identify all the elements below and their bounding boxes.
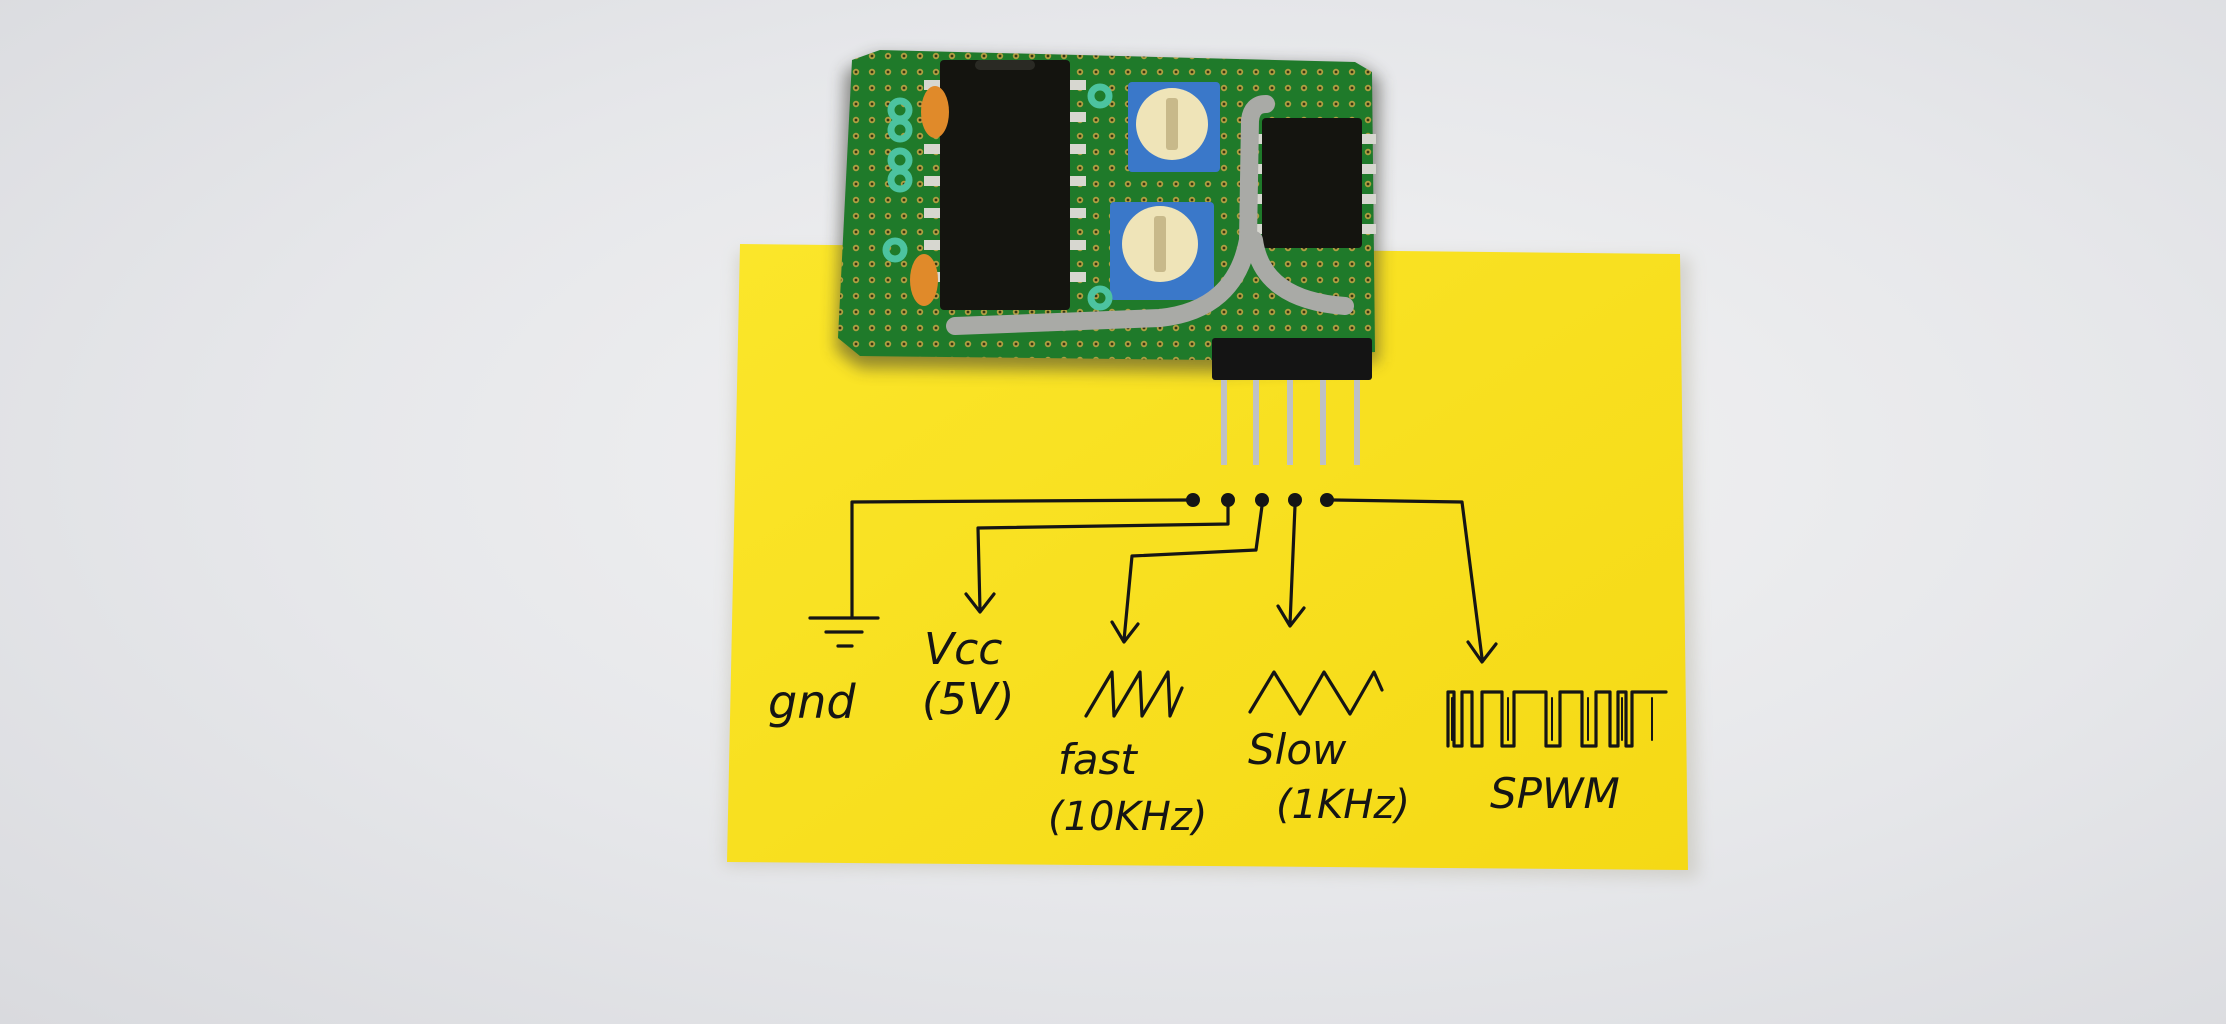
slow-trace (1288, 504, 1297, 626)
ink-diagram (808, 493, 1668, 748)
label-slow-freq: (1KHz) (1276, 782, 1410, 828)
slow-triangle-icon (1248, 670, 1384, 716)
vcc-arrow-icon (964, 592, 996, 614)
label-spwm: SPWM (1490, 769, 1620, 818)
spwm-pulse-icon (1446, 690, 1668, 748)
capacitor-bottom (910, 254, 938, 306)
label-vcc: Vcc (924, 624, 1002, 675)
spwm-arrow-icon (1466, 640, 1498, 664)
trimpot-bottom (1110, 202, 1214, 300)
pin-labels: gnd Vcc (5V) fast (10KHz) Slow (1KHz) SP… (768, 624, 1620, 840)
gnd-trace (850, 498, 1190, 620)
pin-header (1212, 338, 1372, 465)
label-fast-freq: (10KHz) (1048, 794, 1207, 840)
capacitor-top (921, 86, 949, 138)
ic-14pin-chip (924, 60, 1086, 310)
jumper-wire (946, 95, 1275, 335)
label-vcc-value: (5V) (922, 674, 1014, 725)
spwm-trace (1332, 498, 1484, 660)
pin-dots (1186, 493, 1334, 507)
fast-trace (1122, 504, 1264, 642)
fast-arrow-icon (1110, 620, 1140, 644)
green-coils (882, 83, 1113, 311)
ground-symbol-icon (808, 616, 880, 648)
jumper-wire-branch (1245, 231, 1354, 315)
label-fast: fast (1058, 735, 1138, 784)
label-slow: Slow (1248, 725, 1347, 774)
label-gnd: gnd (768, 675, 856, 729)
spwm-pulse-fill-icon (1451, 697, 1653, 741)
fast-sawtooth-icon (1084, 670, 1184, 718)
ic-8pin-chip (1248, 118, 1376, 248)
slow-arrow-icon (1276, 604, 1306, 628)
perfboard-circuit (836, 50, 1380, 465)
trimpot-top (1128, 82, 1220, 172)
vcc-trace (976, 504, 1230, 612)
